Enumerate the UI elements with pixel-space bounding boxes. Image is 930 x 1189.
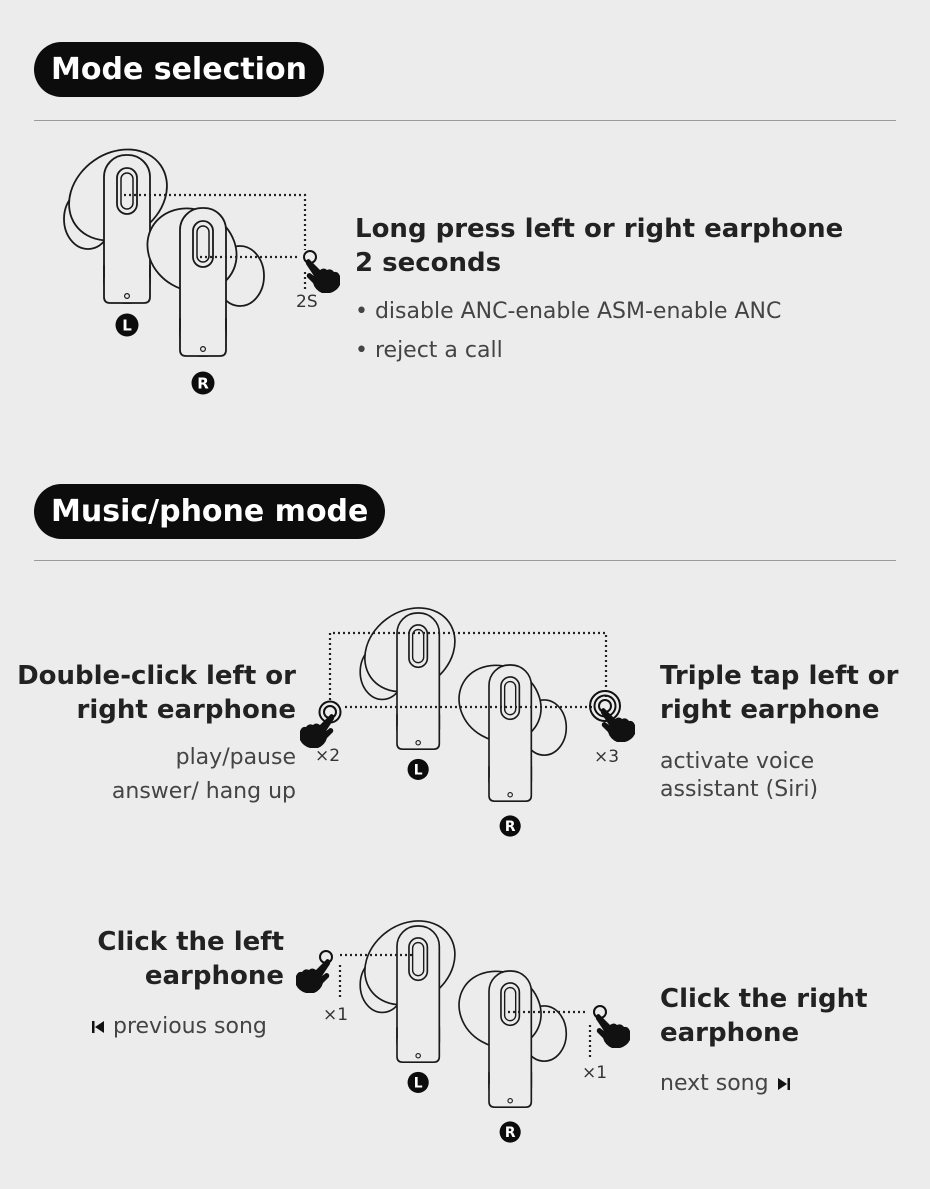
triple-tap-desc: activate voice assistant (Siri) bbox=[660, 748, 818, 804]
svg-text:R: R bbox=[197, 375, 209, 393]
double-click-heading: Double-click left or right earphone bbox=[17, 659, 296, 727]
next-song-desc: next song bbox=[660, 1069, 792, 1098]
triple-tap-heading: Triple tap left or right earphone bbox=[660, 659, 898, 727]
heading-line: Double-click left or bbox=[17, 661, 296, 691]
svg-text:L: L bbox=[414, 1075, 423, 1091]
svg-text:R: R bbox=[505, 1125, 516, 1141]
previous-song-desc: previous song bbox=[90, 1012, 267, 1041]
left-click-count-label: ×1 bbox=[323, 1005, 349, 1025]
click-right-heading: Click the right earphone bbox=[660, 982, 868, 1050]
left-earphone: L bbox=[359, 920, 456, 1093]
triple-count-label: ×3 bbox=[594, 747, 620, 767]
left-earphone: L bbox=[359, 607, 456, 780]
bullet-reject-call: • reject a call bbox=[355, 338, 503, 363]
right-earphone: R bbox=[146, 207, 265, 395]
heading-line: Click the right bbox=[660, 984, 868, 1014]
desc-line: play/pause bbox=[175, 745, 296, 770]
desc-text: previous song bbox=[113, 1014, 267, 1039]
click-left-heading: Click the left earphone bbox=[97, 925, 284, 993]
right-earphone: R bbox=[458, 664, 568, 837]
double-click-desc: play/pause answer/ hang up bbox=[112, 743, 296, 806]
svg-text:R: R bbox=[505, 819, 516, 835]
right-click-count-label: ×1 bbox=[582, 1063, 608, 1083]
mode-selection-title: Mode selection bbox=[34, 42, 324, 97]
divider bbox=[34, 560, 896, 561]
tap-hand-icon bbox=[593, 1005, 630, 1048]
previous-track-icon bbox=[92, 1021, 104, 1033]
music-phone-mode-title: Music/phone mode bbox=[34, 484, 386, 539]
long-press-heading: Long press left or right earphone 2 seco… bbox=[355, 212, 843, 280]
tap-hand-icon bbox=[589, 690, 635, 742]
press-duration-label: 2S bbox=[296, 292, 318, 312]
svg-text:L: L bbox=[122, 317, 132, 335]
desc-line: assistant (Siri) bbox=[660, 777, 819, 802]
heading-line: 2 seconds bbox=[355, 248, 502, 278]
bullet-anc: • disable ANC-enable ASM-enable ANC bbox=[355, 299, 782, 324]
dotted-guides bbox=[124, 193, 608, 1060]
tap-hand-icon bbox=[303, 250, 340, 293]
tap-hand-icon bbox=[300, 700, 342, 748]
double-count-label: ×2 bbox=[315, 746, 341, 766]
desc-line: answer/ hang up bbox=[111, 779, 296, 804]
heading-line: earphone bbox=[660, 1018, 800, 1048]
next-track-icon bbox=[777, 1078, 790, 1090]
heading-line: Triple tap left or bbox=[660, 661, 899, 691]
heading-line: right earphone bbox=[660, 695, 880, 725]
right-earphone: R bbox=[458, 970, 568, 1143]
svg-text:L: L bbox=[414, 762, 423, 778]
left-earphone: L bbox=[63, 148, 168, 337]
tap-hand-icon bbox=[296, 950, 333, 993]
heading-line: earphone bbox=[144, 961, 284, 991]
desc-line: activate voice bbox=[660, 749, 815, 774]
heading-line: Long press left or right earphone bbox=[355, 214, 844, 244]
heading-line: Click the left bbox=[97, 927, 284, 957]
desc-text: next song bbox=[660, 1071, 769, 1096]
heading-line: right earphone bbox=[76, 695, 296, 725]
divider bbox=[34, 120, 896, 121]
